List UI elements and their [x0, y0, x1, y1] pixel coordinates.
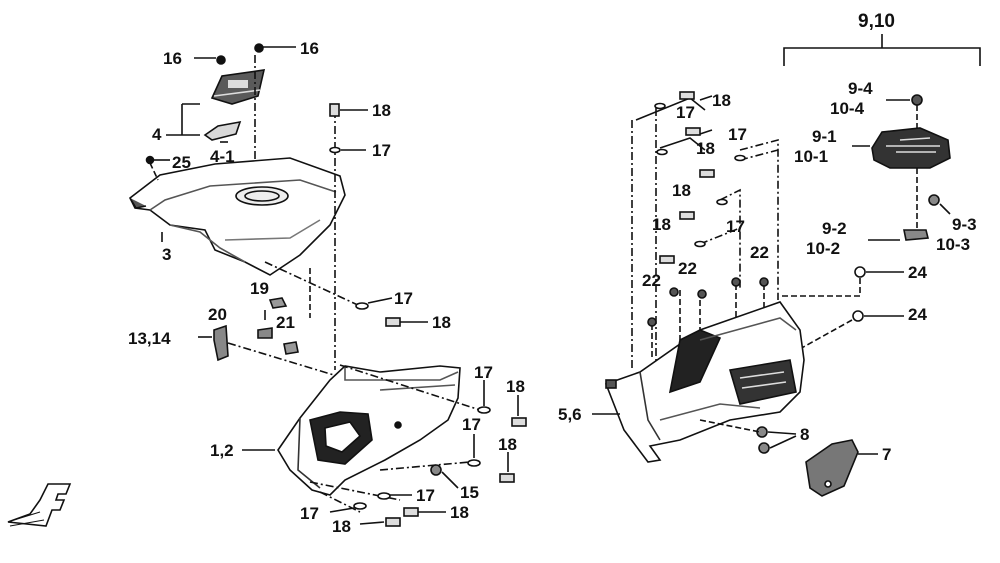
- label-18-mid: 18: [432, 313, 451, 332]
- label-r18-a: 18: [712, 91, 731, 110]
- bolt-18-r2: [499, 473, 515, 483]
- label-10-3: 10-3: [936, 235, 971, 254]
- label-17-r1: 17: [474, 363, 493, 382]
- part-5-6-floor-panel: [604, 301, 805, 463]
- label-7: 7: [882, 445, 892, 464]
- label-24-top: 24: [908, 263, 927, 282]
- part-1-2-side-panel: [277, 365, 461, 496]
- washer-17-r2: [467, 459, 481, 467]
- label-3: 3: [162, 245, 172, 264]
- label-9-1: 9-1: [812, 127, 837, 146]
- label-r18-c: 18: [672, 181, 691, 200]
- label-18-top: 18: [372, 101, 391, 120]
- label-17-r2: 17: [462, 415, 481, 434]
- part-4-1: [203, 120, 242, 141]
- label-21: 21: [276, 313, 295, 332]
- label-16-left: 16: [163, 49, 182, 68]
- label-10-4: 10-4: [830, 99, 865, 118]
- nut-9-4: [911, 94, 923, 106]
- bracket-9-10: [783, 34, 981, 66]
- label-r18-d: 18: [652, 215, 671, 234]
- nut-20: [257, 327, 273, 339]
- label-r22-a: 22: [750, 243, 769, 262]
- label-r22-b: 22: [678, 259, 697, 278]
- part-3-cowl: [128, 157, 346, 276]
- washer-17-mid: [355, 302, 369, 310]
- label-17-top: 17: [372, 141, 391, 160]
- label-r18-b: 18: [696, 139, 715, 158]
- label-16-right: 16: [300, 39, 319, 58]
- bolt-16-right: [254, 43, 264, 53]
- washer-17-r3: [377, 492, 391, 500]
- part-7-cover: [805, 439, 859, 497]
- label-r17-b: 17: [728, 125, 747, 144]
- label-18-r1: 18: [506, 377, 525, 396]
- label-1-2: 1,2: [210, 441, 234, 460]
- bolt-18-r4: [385, 517, 401, 527]
- bolt-16-left: [216, 55, 226, 65]
- bolt-18-top: [329, 103, 340, 117]
- screw-24-top: [854, 266, 866, 278]
- bracket-4: [166, 103, 200, 136]
- label-9-3: 9-3: [952, 215, 977, 234]
- label-18-r2: 18: [498, 435, 517, 454]
- label-10-2: 10-2: [806, 239, 841, 258]
- part-16-cover: [210, 69, 266, 105]
- bolt-18-r3: [403, 507, 419, 517]
- clip-19: [268, 297, 288, 309]
- label-9-2: 9-2: [822, 219, 847, 238]
- screw-24-bottom: [852, 310, 864, 322]
- grommet-8-b: [758, 442, 770, 454]
- label-18-r4: 18: [332, 517, 351, 536]
- bracket-20: [213, 324, 229, 362]
- label-r17-a: 17: [676, 103, 695, 122]
- label-r22-c: 22: [642, 271, 661, 290]
- label-4-1: 4-1: [210, 147, 235, 166]
- label-17-r4: 17: [300, 504, 319, 523]
- label-25: 25: [172, 153, 191, 172]
- label-10-1: 10-1: [794, 147, 829, 166]
- bolt-18-r1: [511, 417, 527, 427]
- label-17-r3: 17: [416, 486, 435, 505]
- label-8: 8: [800, 425, 810, 444]
- label-13-14: 13,14: [128, 329, 171, 348]
- label-20: 20: [208, 305, 227, 324]
- label-24-bottom: 24: [908, 305, 927, 324]
- label-9-4: 9-4: [848, 79, 873, 98]
- nut-15: [430, 464, 442, 476]
- label-5-6: 5,6: [558, 405, 582, 424]
- bolt-18-mid: [385, 317, 401, 327]
- screw-25: [145, 155, 155, 165]
- label-15: 15: [460, 483, 479, 502]
- washer-17-top: [329, 146, 341, 154]
- label-9-10: 9,10: [858, 11, 895, 32]
- nut-9-3: [928, 194, 940, 206]
- part-9-1-step: [871, 127, 951, 169]
- label-18-r3: 18: [450, 503, 469, 522]
- label-4: 4: [152, 125, 162, 144]
- label-r17-c: 17: [726, 217, 745, 236]
- washer-17-r1: [477, 406, 491, 414]
- clip-21: [283, 341, 299, 355]
- clip-9-2: [903, 229, 930, 241]
- washer-17-r4: [353, 502, 367, 510]
- front-arrow-icon: [7, 483, 72, 527]
- label-19: 19: [250, 279, 269, 298]
- label-17-mid: 17: [394, 289, 413, 308]
